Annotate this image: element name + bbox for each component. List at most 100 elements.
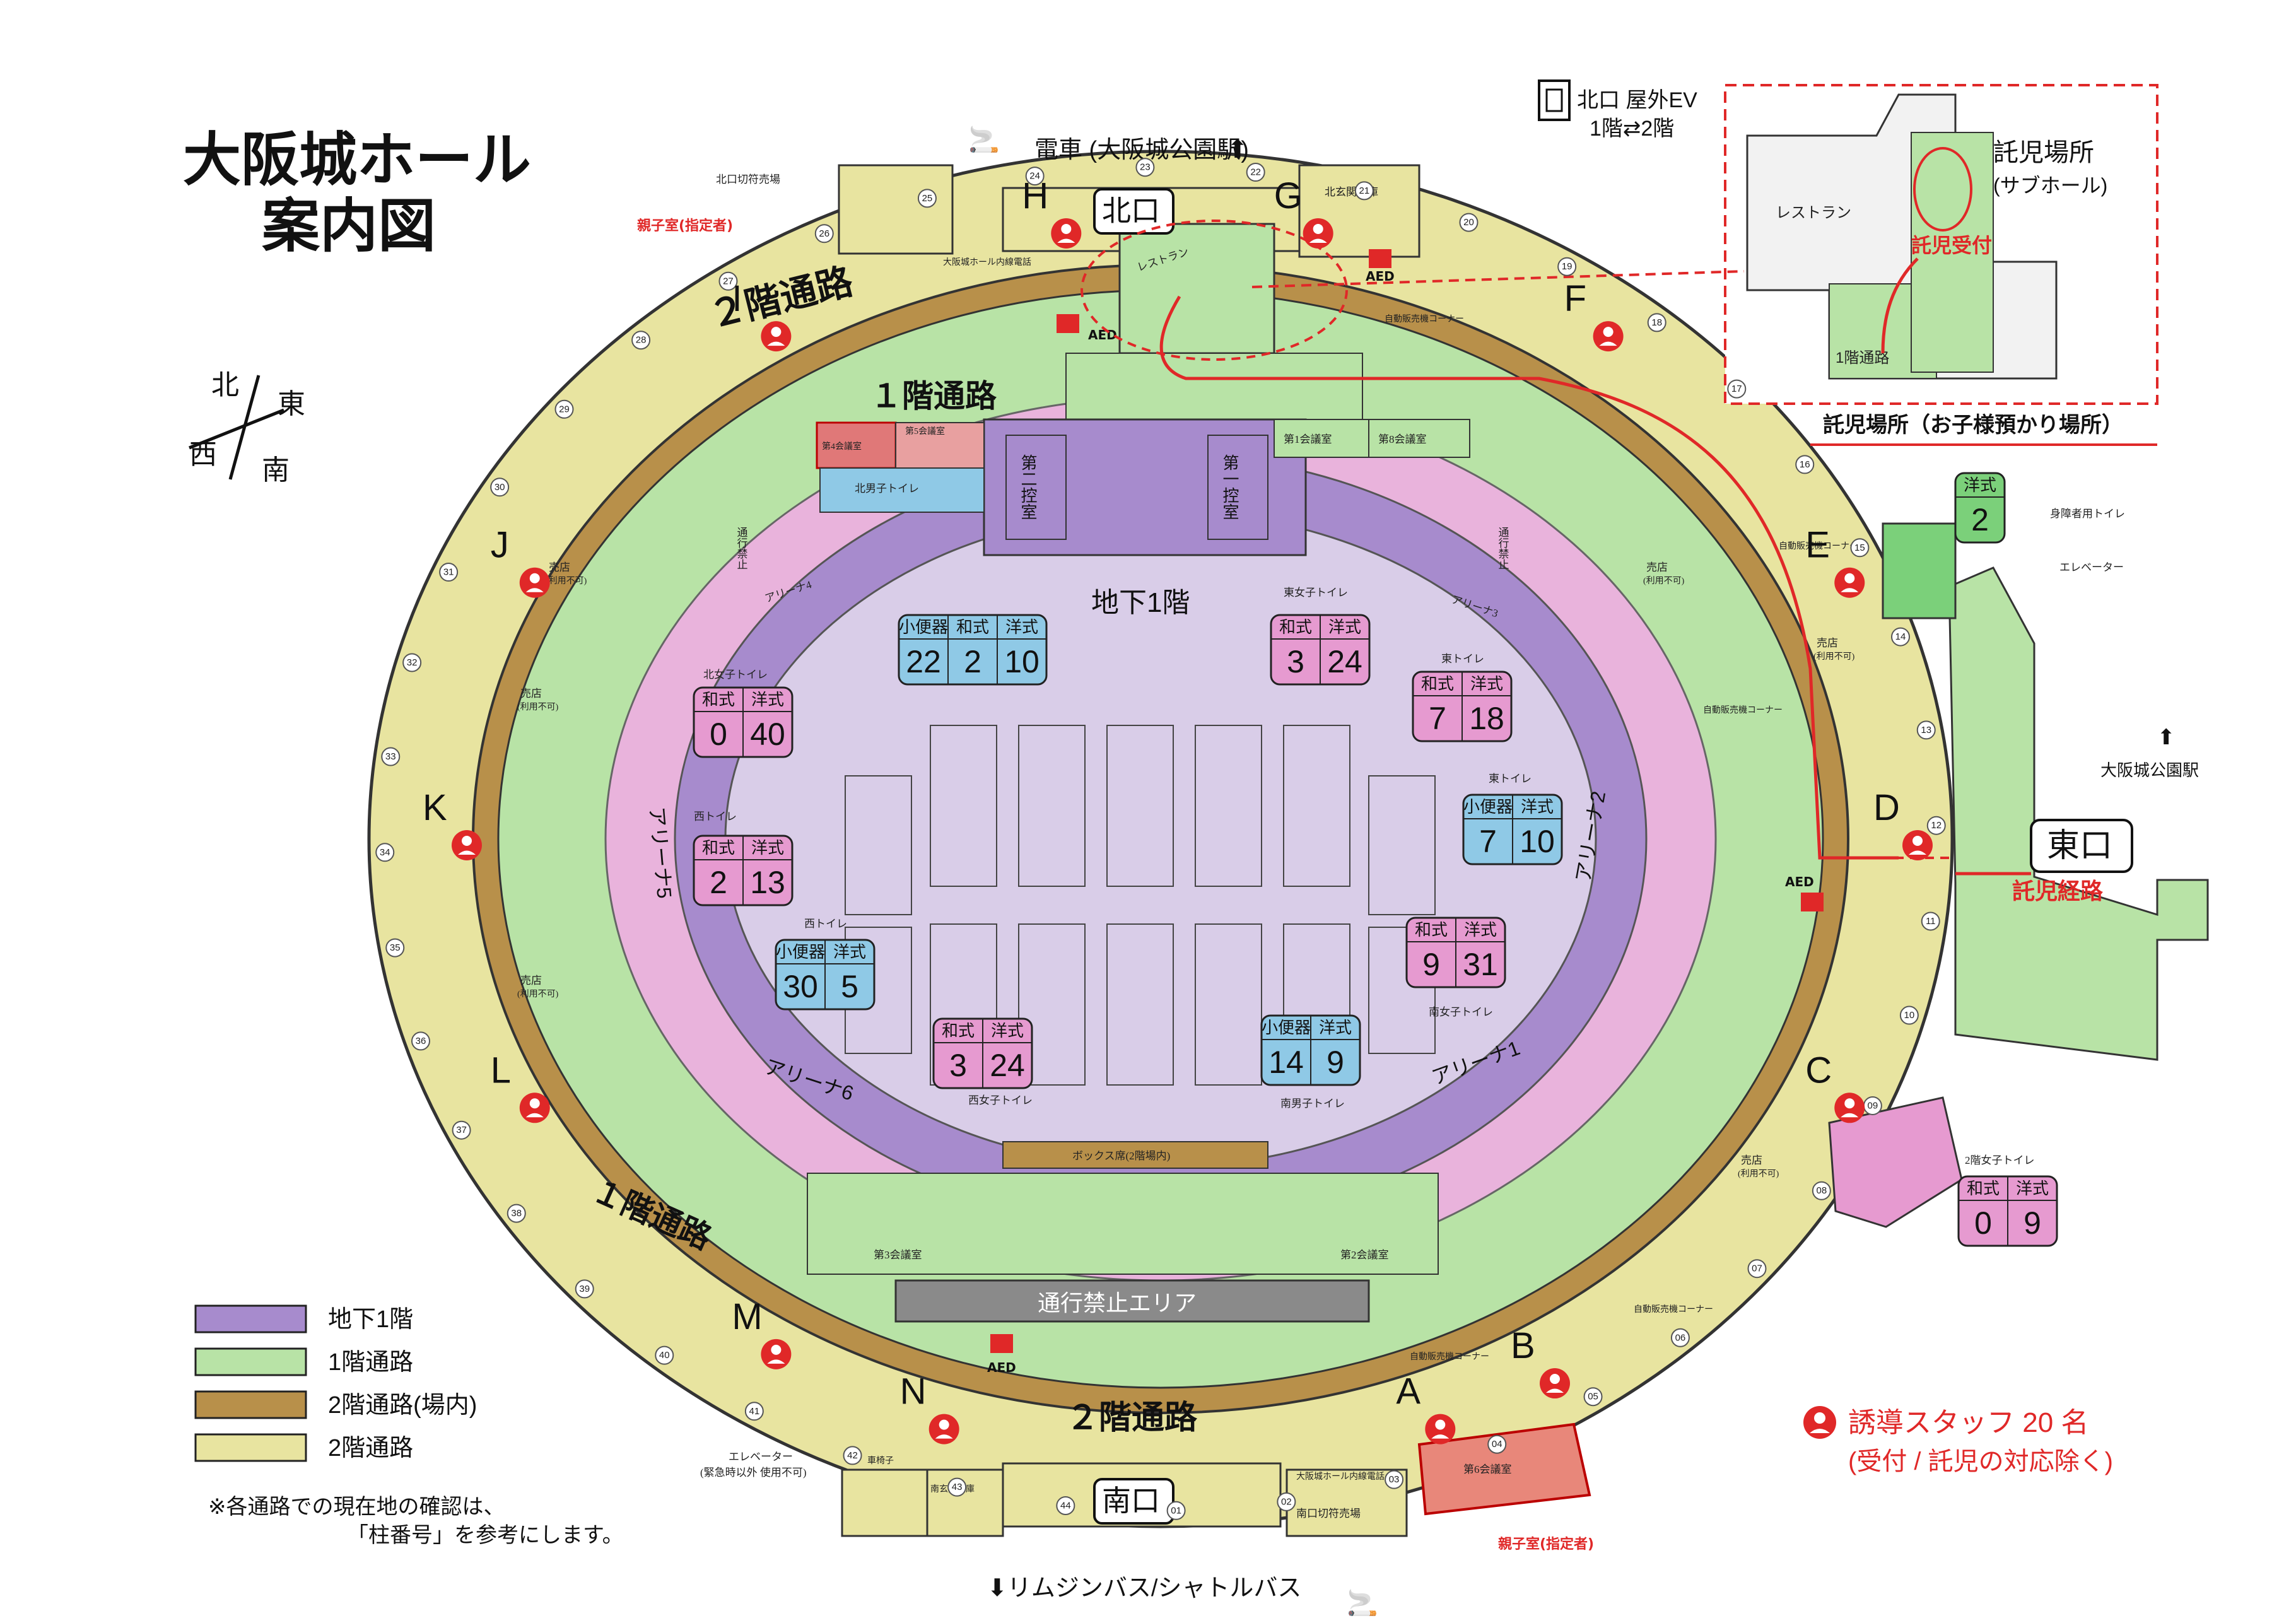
inset-reception: 託児受付 <box>1911 233 1992 257</box>
south-storage-building <box>926 1468 1004 1537</box>
toilet-count: 5 <box>841 969 858 1004</box>
legend-swatch <box>194 1433 307 1462</box>
basement-label: 地下1階 <box>1091 587 1190 618</box>
pillar-label: 11 <box>1926 916 1936 927</box>
east-gate: 東口 <box>2047 828 2112 864</box>
toilet-type: 和式 <box>956 618 989 636</box>
legend-item: 1階通路 <box>194 1347 413 1376</box>
s-men-label: 南男子トイレ <box>1280 1098 1345 1110</box>
aed-icon <box>1369 249 1391 268</box>
gate-i: I <box>732 278 792 352</box>
vending-label-e1: 自動販売機コーナー <box>1779 541 1858 551</box>
childcare-inset: レストラン 託児場所 (サブホール) 託児受付 1階通路 託児場所（お子様預かり… <box>1724 84 2158 446</box>
pillar-number: 23 <box>1135 158 1155 177</box>
toilet-type: 洋式 <box>833 942 866 961</box>
conf1-label: 第1会議室 <box>1284 433 1332 445</box>
w-toilet-label-2: 西トイレ <box>804 918 847 930</box>
toilet-type: 小便器 <box>776 942 825 961</box>
toilet-count: 24 <box>990 1048 1025 1083</box>
gate-letter: H <box>1022 175 1048 216</box>
pillar-label: 38 <box>511 1208 522 1219</box>
floor-block <box>1195 725 1262 887</box>
pillar-label: 26 <box>819 228 829 239</box>
north-reception-highlight: 託児経路 <box>1081 220 2104 905</box>
f2-women-toilet-block <box>1828 1096 1963 1228</box>
staff-icon <box>519 567 550 598</box>
toilet-type: 洋式 <box>1005 618 1038 636</box>
compass-east: 東 <box>278 389 305 419</box>
no-pass-left: 通行禁止 <box>735 527 748 570</box>
compass: 北 東 西 南 <box>189 370 305 486</box>
pillar-label: 29 <box>559 404 570 414</box>
toilet-type: 和式 <box>702 838 735 857</box>
n-women-label: 北女子トイレ <box>703 669 768 681</box>
ctrl2-room <box>1005 435 1067 540</box>
staff-icon <box>1834 567 1865 598</box>
staff-icon <box>1303 218 1333 249</box>
pillar-number: 10 <box>1899 1005 1919 1025</box>
shop-note-w3: (利用不可) <box>517 989 559 999</box>
compass-south: 南 <box>262 455 290 486</box>
pillar-number: 05 <box>1583 1387 1603 1407</box>
pillar-number: 17 <box>1727 379 1747 399</box>
toilet-type: 和式 <box>1415 920 1448 939</box>
pillar-label: 19 <box>1562 261 1573 272</box>
pillar-number: 08 <box>1812 1181 1831 1200</box>
parent-room-top-label: 親子室(指定者) <box>637 218 733 234</box>
toilet-count: 10 <box>1520 824 1555 859</box>
pillar-label: 16 <box>1800 459 1810 470</box>
parent-room-bottom-label: 親子室(指定者) <box>1498 1536 1594 1552</box>
pillar-number: 02 <box>1277 1492 1296 1511</box>
pillar-label: 34 <box>380 847 390 858</box>
staff-icon <box>761 321 792 352</box>
staff-icon <box>1834 1093 1865 1123</box>
north-ticket-label: 北口切符売場 <box>716 173 780 185</box>
station-e-arrow-up-icon: ⬆ <box>2157 725 2176 749</box>
south-gate-box <box>1093 1478 1174 1525</box>
pillar-number: 43 <box>947 1477 967 1497</box>
gate-letter: J <box>491 525 509 566</box>
pillar-label: 22 <box>1250 167 1261 178</box>
gate-letter: K <box>423 787 447 828</box>
conf4-label: 第4会議室 <box>822 441 862 452</box>
toilet-type: 洋式 <box>1319 1018 1352 1037</box>
gates: 北口 東口 南口 <box>1093 188 2133 1525</box>
gate-c: C <box>1805 1050 1865 1123</box>
pillar-label: 27 <box>723 276 734 286</box>
pillar-number: 20 <box>1459 213 1479 232</box>
pillar-label: 05 <box>1588 1392 1598 1402</box>
pillar-label: 13 <box>1921 725 1931 735</box>
w-women-label: 西女子トイレ <box>968 1094 1033 1106</box>
toilet-count: 3 <box>1287 644 1304 679</box>
south-conference-block <box>807 1173 1439 1275</box>
pillar-label: 41 <box>749 1406 759 1417</box>
shop-label-w1: 売店 <box>549 561 570 573</box>
pillar-number: 26 <box>814 224 834 243</box>
shop-note-e1: (利用不可) <box>1643 576 1685 586</box>
gate-h: H <box>1022 175 1082 249</box>
toilet-count: 2 <box>710 865 727 900</box>
toilet-count: 0 <box>710 717 727 752</box>
top-caption: 🚬 電車 (大阪城公園駅) ⬆ <box>968 125 1249 163</box>
staff-icon <box>928 1414 959 1444</box>
pillar-number: 32 <box>402 653 422 672</box>
toilet-type: 小便器 <box>899 618 948 636</box>
toilet-count: 22 <box>906 644 941 679</box>
pillar-label: 32 <box>407 657 418 668</box>
pillar-number: 09 <box>1863 1096 1882 1115</box>
pillar-label: 06 <box>1675 1332 1686 1343</box>
legend-item: 2階通路(場内) <box>194 1390 477 1419</box>
east-gate-box <box>2030 819 2133 873</box>
elevator-s-label: エレベーター <box>729 1451 793 1463</box>
pillar-number: 22 <box>1246 163 1265 182</box>
pillar-number: 39 <box>575 1279 594 1299</box>
floor-block <box>1106 725 1174 887</box>
toilet-type: 洋式 <box>1464 920 1497 939</box>
inset-corridor: 1階通路 <box>1836 349 1889 366</box>
toilet-count: 0 <box>1974 1205 1992 1241</box>
conf8-label: 第8会議室 <box>1378 433 1427 445</box>
gate-d: D <box>1873 787 1933 860</box>
